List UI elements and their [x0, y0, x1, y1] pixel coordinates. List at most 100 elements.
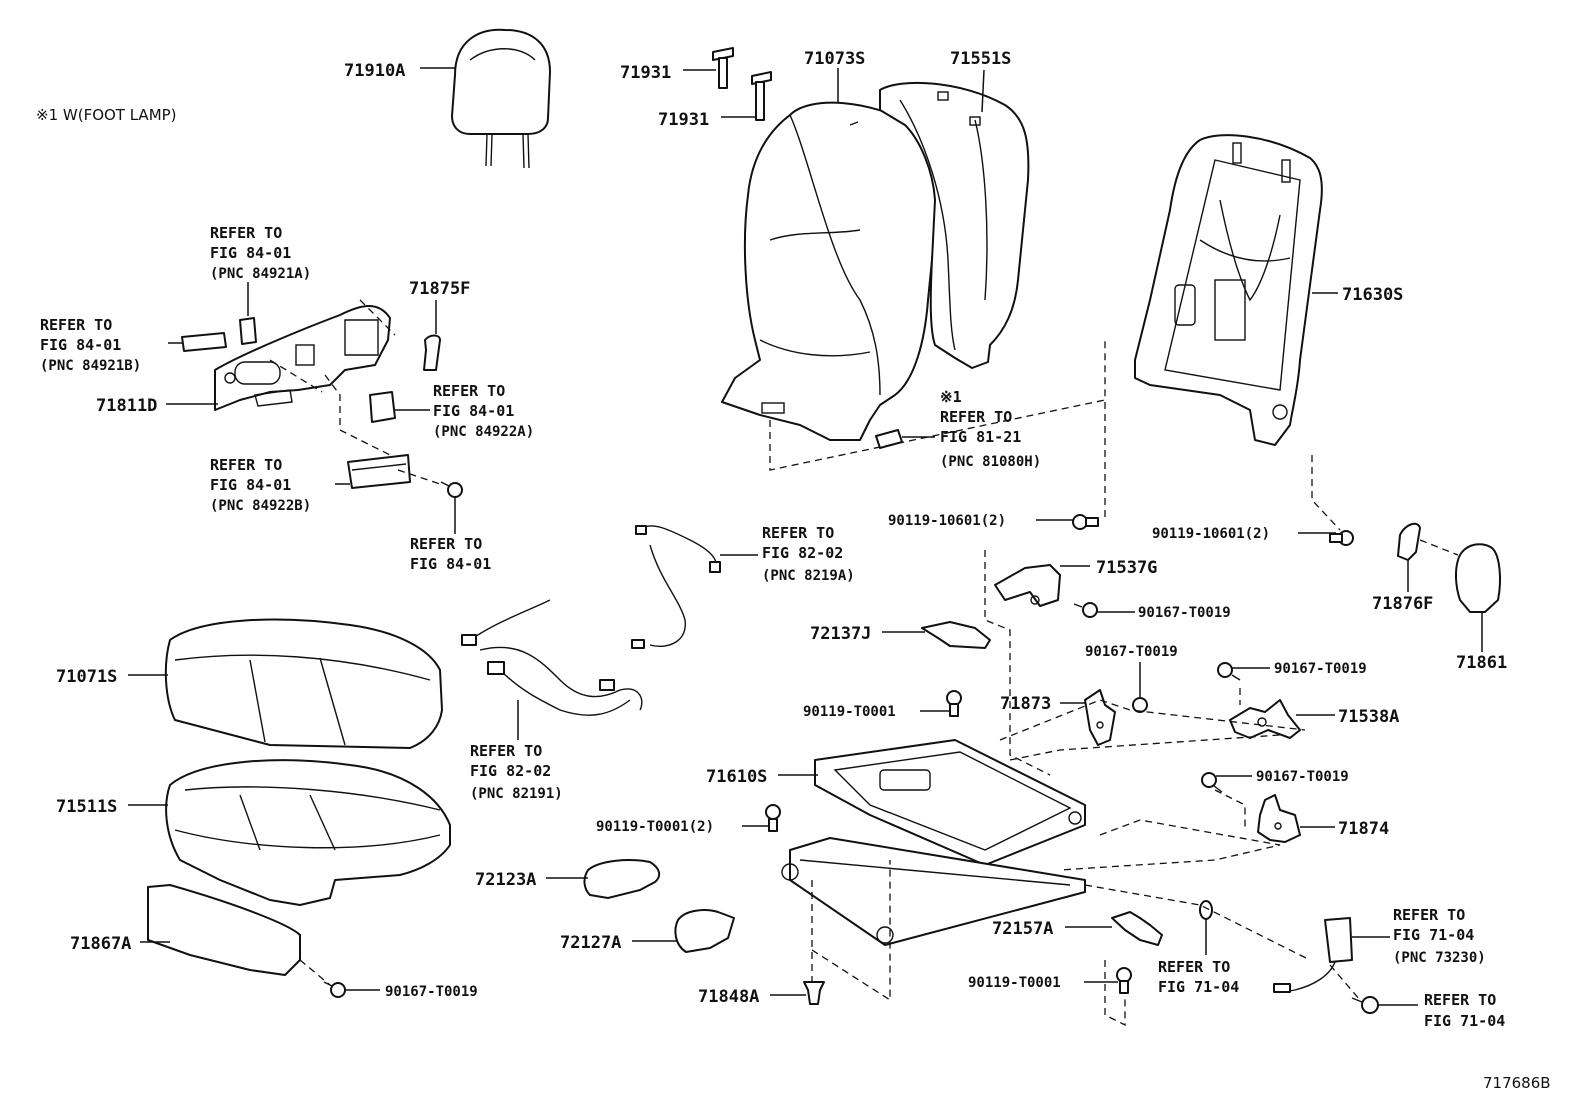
- bracket-71874[interactable]: [1257, 794, 1301, 843]
- bracket-71873[interactable]: [1084, 689, 1116, 746]
- label-71538A: 71538A: [1338, 707, 1399, 727]
- label-71610S: 71610S: [706, 767, 767, 787]
- switch-84922A[interactable]: [369, 391, 396, 423]
- cover-72123A[interactable]: [583, 859, 661, 899]
- ref-84922B-l3: (PNC 84922B): [210, 498, 311, 514]
- ref-8219A-l1: REFER TO: [762, 524, 834, 542]
- ref-81080H-l2: FIG 81-21: [940, 428, 1021, 446]
- label-90119-10601-right: 90119-10601(2): [1152, 526, 1270, 542]
- label-71874: 71874: [1338, 819, 1389, 839]
- label-71811D: 71811D: [96, 396, 157, 416]
- front-cover[interactable]: [147, 884, 301, 976]
- switch-knob-84921A[interactable]: [239, 317, 257, 345]
- cushion-pad[interactable]: [165, 759, 451, 906]
- label-71551S: 71551S: [950, 49, 1011, 69]
- screw-90167-T0019-873[interactable]: [1132, 697, 1148, 713]
- seatback-frame[interactable]: [1134, 134, 1323, 446]
- screw-90119-10601-right[interactable]: [1329, 530, 1354, 546]
- cover-71876F[interactable]: [1397, 522, 1421, 561]
- ref-84922A-l3: (PNC 84922A): [433, 424, 534, 440]
- screw-84-01[interactable]: [440, 481, 463, 498]
- ref-71-04c-l2: FIG 71-04: [1424, 1012, 1505, 1030]
- seat-track-adjuster[interactable]: [781, 739, 1086, 946]
- ref-8219A-l3: (PNC 8219A): [762, 568, 855, 584]
- recliner-knob-71861[interactable]: [1454, 543, 1501, 613]
- ref-81080H-l1: REFER TO: [940, 408, 1012, 426]
- label-90167-T0019-front: 90167-T0019: [385, 984, 478, 1000]
- label-71630S: 71630S: [1342, 285, 1403, 305]
- ref-84922A-l1: REFER TO: [433, 382, 505, 400]
- switch-84922B[interactable]: [347, 454, 411, 489]
- headrest-guide-lower[interactable]: [751, 71, 772, 121]
- ref-84921B-l3: (PNC 84921B): [40, 358, 141, 374]
- bolt-90119-T0001-track[interactable]: [765, 804, 781, 832]
- bolt-90119-T0001-rear[interactable]: [1116, 967, 1132, 994]
- ref-71-04a-l2: FIG 71-04: [1158, 978, 1239, 996]
- label-71511S: 71511S: [56, 797, 117, 817]
- seat-belt-buckle[interactable]: [1273, 917, 1353, 993]
- headrest[interactable]: [451, 28, 551, 169]
- ref-84921A-l3: (PNC 84921A): [210, 266, 311, 282]
- ref-73230-l3: (PNC 73230): [1393, 950, 1486, 966]
- screw-90167-T0019-537[interactable]: [1073, 602, 1098, 618]
- ref-84922B-l2: FIG 84-01: [210, 476, 291, 494]
- ref-82191-l2: FIG 82-02: [470, 762, 551, 780]
- foot-lamp-note: ※1 W(FOOT LAMP): [36, 106, 177, 124]
- switch-knob-84921B[interactable]: [181, 332, 227, 352]
- side-shield[interactable]: [214, 305, 391, 411]
- ref-84922A-l2: FIG 84-01: [433, 402, 514, 420]
- seatback-cover[interactable]: [721, 101, 940, 441]
- label-72123A: 72123A: [475, 870, 536, 890]
- cover-72127A[interactable]: [674, 909, 735, 953]
- screw-90167-T0019-538[interactable]: [1217, 662, 1241, 681]
- label-90167-T0019-873: 90167-T0019: [1085, 644, 1178, 660]
- label-72127A: 72127A: [560, 933, 621, 953]
- screw-90167-T0019-874[interactable]: [1201, 772, 1223, 793]
- label-90119-T0001-center: 90119-T0001: [803, 704, 896, 720]
- ref-73230-l2: FIG 71-04: [1393, 926, 1474, 944]
- label-71875F: 71875F: [409, 279, 470, 299]
- label-72137J: 72137J: [810, 624, 871, 644]
- label-71537G: 71537G: [1096, 558, 1157, 578]
- ref-84-01-l1: REFER TO: [410, 535, 482, 553]
- ref-81080H-l3: (PNC 81080H): [940, 454, 1041, 470]
- label-71867A: 71867A: [70, 934, 131, 954]
- screw-90119-10601-left[interactable]: [1072, 514, 1099, 530]
- label-90119-T0001-rear: 90119-T0001: [968, 975, 1061, 991]
- label-71876F: 71876F: [1372, 594, 1433, 614]
- cover-72137J[interactable]: [921, 621, 991, 649]
- figure-code: 717686B: [1483, 1074, 1551, 1092]
- label-71931-upper: 71931: [620, 63, 671, 83]
- cap-71848A[interactable]: [803, 981, 825, 1005]
- label-90167-T0019-538: 90167-T0019: [1274, 661, 1367, 677]
- screw-90167-T0019-front[interactable]: [323, 981, 346, 998]
- ref-73230-l1: REFER TO: [1393, 906, 1465, 924]
- buckle-bolt[interactable]: [1351, 996, 1379, 1014]
- label-71848A: 71848A: [698, 987, 759, 1007]
- ref-84922B-l1: REFER TO: [210, 456, 282, 474]
- bracket-71537G[interactable]: [994, 564, 1061, 607]
- ref-8219A-l2: FIG 82-02: [762, 544, 843, 562]
- label-71931-lower: 71931: [658, 110, 709, 130]
- cover-71875F[interactable]: [423, 334, 441, 371]
- label-90119-T0001-track: 90119-T0001(2): [596, 819, 714, 835]
- wire-harness-82191[interactable]: [461, 599, 643, 716]
- ref-84921B-l2: FIG 84-01: [40, 336, 121, 354]
- bolt-90119-T0001-center[interactable]: [946, 690, 962, 717]
- ref-71-04c-l1: REFER TO: [1424, 991, 1496, 1009]
- label-90167-T0019-537: 90167-T0019: [1138, 605, 1231, 621]
- ref-82191-l1: REFER TO: [470, 742, 542, 760]
- buckle-ring[interactable]: [1199, 900, 1213, 920]
- cover-72157A[interactable]: [1111, 911, 1163, 946]
- wire-harness-8219A[interactable]: [631, 525, 721, 649]
- label-71071S: 71071S: [56, 667, 117, 687]
- ref-71-04a-l1: REFER TO: [1158, 958, 1230, 976]
- ref-84921B-l1: REFER TO: [40, 316, 112, 334]
- seatback-pad[interactable]: [879, 81, 1030, 369]
- headrest-guide-upper[interactable]: [712, 47, 734, 89]
- bracket-71538A[interactable]: [1229, 699, 1301, 739]
- cushion-cover[interactable]: [164, 618, 443, 749]
- label-71873: 71873: [1000, 694, 1051, 714]
